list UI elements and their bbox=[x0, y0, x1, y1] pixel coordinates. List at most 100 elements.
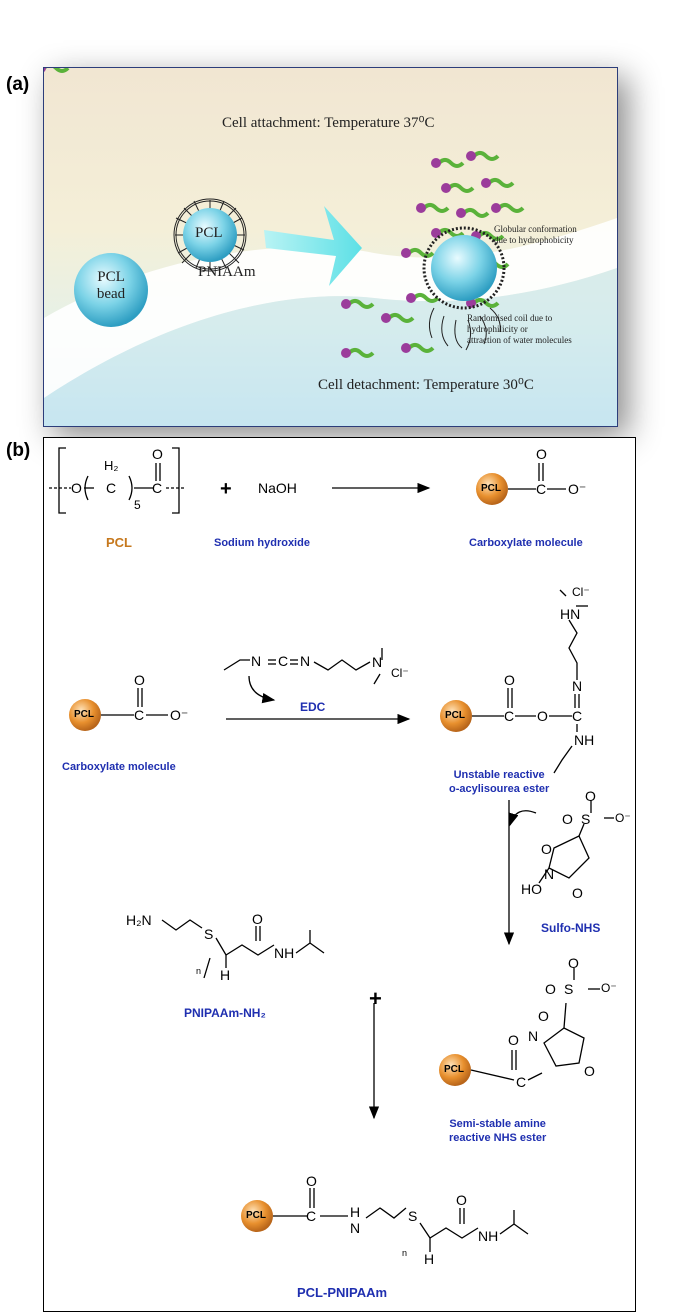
edc-propyl bbox=[313, 659, 371, 671]
edc-cl: Cl⁻ bbox=[391, 666, 409, 680]
pcl-coated-bead bbox=[183, 208, 237, 262]
globular-shell bbox=[422, 226, 506, 310]
edc-n1: N bbox=[251, 653, 262, 669]
edc-curved-arrow bbox=[248, 675, 276, 704]
pcl-bead-product1 bbox=[476, 473, 508, 505]
atom-o-pnipaam: O bbox=[252, 911, 263, 927]
bead-label-line2: bead bbox=[96, 286, 126, 302]
final-ethyl bbox=[365, 1207, 407, 1219]
atom-o-nhs-carbonyl: O bbox=[508, 1032, 519, 1048]
globular-text: Globular conformation due to hydrophobic… bbox=[494, 224, 577, 246]
atom-c-pcl-carbonyl: C bbox=[152, 480, 163, 496]
bond-nhs-o bbox=[527, 1072, 543, 1081]
panel-a-art bbox=[44, 68, 617, 426]
nhs-ester-label: Semi-stable amine reactive NHS ester bbox=[449, 1117, 546, 1145]
atom-nh-final: NH bbox=[478, 1228, 499, 1244]
sulfo-nhs-label: Sulfo-NHS bbox=[541, 921, 601, 935]
sulfo-nhs-ring bbox=[548, 835, 590, 879]
atom-o-sulfo-ring2: O bbox=[572, 885, 583, 901]
nhs-ring bbox=[543, 1027, 585, 1067]
atom-c-ai: C bbox=[504, 708, 515, 724]
bead-text-s2: PCL bbox=[74, 709, 94, 720]
cells bbox=[44, 68, 525, 360]
atom-s-pnipaam: S bbox=[204, 926, 214, 942]
pnipaam-backbone bbox=[215, 937, 275, 956]
pcl-bead-step2 bbox=[69, 699, 101, 731]
pcl-bead-acylisourea bbox=[440, 700, 472, 732]
atom-n-final: N bbox=[350, 1220, 361, 1236]
transition-arrow bbox=[264, 206, 362, 286]
atom-o-sulfo-up: O bbox=[585, 788, 596, 804]
final-backbone bbox=[419, 1222, 479, 1239]
edc-methyl-down bbox=[373, 673, 381, 685]
carboxylate-label-1: Carboxylate molecule bbox=[469, 537, 583, 549]
edc-n-plus: N bbox=[372, 654, 383, 670]
ai-ethyl bbox=[553, 745, 573, 774]
atom-c-pcl: C bbox=[106, 480, 117, 496]
sulfo-nhs-s-bond bbox=[578, 823, 585, 837]
carboxylate-label-2: Carboxylate molecule bbox=[62, 761, 176, 773]
sodium-hydroxide-label: Sodium hydroxide bbox=[214, 537, 310, 549]
ai-methyl-l bbox=[559, 589, 567, 597]
pcl-bead bbox=[74, 253, 148, 327]
atom-o-minus-s2: O⁻ bbox=[170, 707, 189, 723]
subscript-5: 5 bbox=[134, 498, 141, 512]
atom-o-nhs-s-left: O bbox=[545, 981, 556, 997]
bead-label-line1: PCL bbox=[97, 269, 125, 285]
atom-o-ai-ester: O bbox=[537, 708, 548, 724]
naoh-text: NaOH bbox=[258, 480, 297, 496]
bead-text-p1: PCL bbox=[481, 483, 501, 494]
atom-h-final-nh: H bbox=[350, 1204, 361, 1220]
pcl-bead-final bbox=[241, 1200, 273, 1232]
pcl-label: PCL bbox=[106, 535, 132, 550]
plus-step1: + bbox=[220, 478, 232, 500]
detachment-text: Cell detachment: Temperature 30⁰C bbox=[318, 377, 534, 393]
atom-c-s2: C bbox=[134, 707, 145, 723]
edc-c: C bbox=[278, 653, 289, 669]
pnipaam-amine-chain bbox=[161, 919, 203, 931]
edc-n2: N bbox=[300, 653, 311, 669]
atom-c-nhs: C bbox=[516, 1074, 527, 1090]
atom-o-minus-p1: O⁻ bbox=[568, 481, 587, 497]
atom-s-final: S bbox=[408, 1208, 418, 1224]
atom-hn-ai: HN bbox=[560, 606, 581, 622]
atom-o-pcl: O bbox=[71, 480, 82, 496]
pcl-bead-label: PCL bead bbox=[93, 269, 129, 303]
atom-o-nhs-ring1: O bbox=[538, 1008, 549, 1024]
atom-o-minus-sulfo: O⁻ bbox=[615, 811, 631, 825]
final-isopropyl bbox=[499, 1210, 529, 1235]
atom-n-sub: n bbox=[196, 966, 202, 976]
pcl-pnipaam-label: PCL-PNIPAAm bbox=[297, 1285, 388, 1300]
atom-n-sub-final: n bbox=[402, 1248, 408, 1258]
atom-n-ai: N bbox=[572, 678, 583, 694]
atom-o-p1: O bbox=[536, 446, 547, 462]
panel-b-label: (b) bbox=[6, 440, 31, 461]
edc-label: EDC bbox=[300, 700, 326, 714]
atom-cl-ai: Cl⁻ bbox=[572, 585, 590, 599]
bracket-right bbox=[172, 447, 180, 514]
pcl-right-bead bbox=[431, 235, 497, 301]
pcl-bead-nhs-ester bbox=[439, 1054, 471, 1086]
globular-line1: Globular conformation bbox=[494, 224, 577, 234]
atom-n-nhs: N bbox=[528, 1028, 539, 1044]
atom-h-pnipaam: H bbox=[220, 967, 231, 983]
atom-s-nhs: S bbox=[564, 981, 574, 997]
acylisourea-label: Unstable reactive o-acylisourea ester bbox=[449, 768, 549, 796]
atom-o-pcl-carbonyl: O bbox=[152, 446, 163, 462]
panel-b-scheme: O H₂ C 5 C O + NaOH PCL Sodium hydroxide… bbox=[43, 437, 636, 1312]
nhs-ester-line2: reactive NHS ester bbox=[449, 1132, 547, 1144]
panel-b-art bbox=[49, 447, 614, 1252]
atom-s-sulfo: S bbox=[581, 811, 591, 827]
coated-bead-label: PCL bbox=[195, 225, 223, 241]
sulfo-curved-arrow bbox=[508, 810, 537, 827]
coil-line1: Randomised coil due to bbox=[467, 313, 553, 323]
atom-o-final-amide: O bbox=[456, 1192, 467, 1208]
panel-a-label: (a) bbox=[6, 74, 30, 95]
coil-line2: hydrophilicity or bbox=[467, 324, 528, 334]
paren-right bbox=[128, 475, 133, 501]
atom-c-ai-iso: C bbox=[572, 708, 583, 724]
sulfo-nhs-n-oh bbox=[538, 867, 550, 884]
atom-o-final: O bbox=[306, 1173, 317, 1189]
nhs-ester-line1: Semi-stable amine bbox=[449, 1118, 546, 1130]
atom-o-s2: O bbox=[134, 672, 145, 688]
